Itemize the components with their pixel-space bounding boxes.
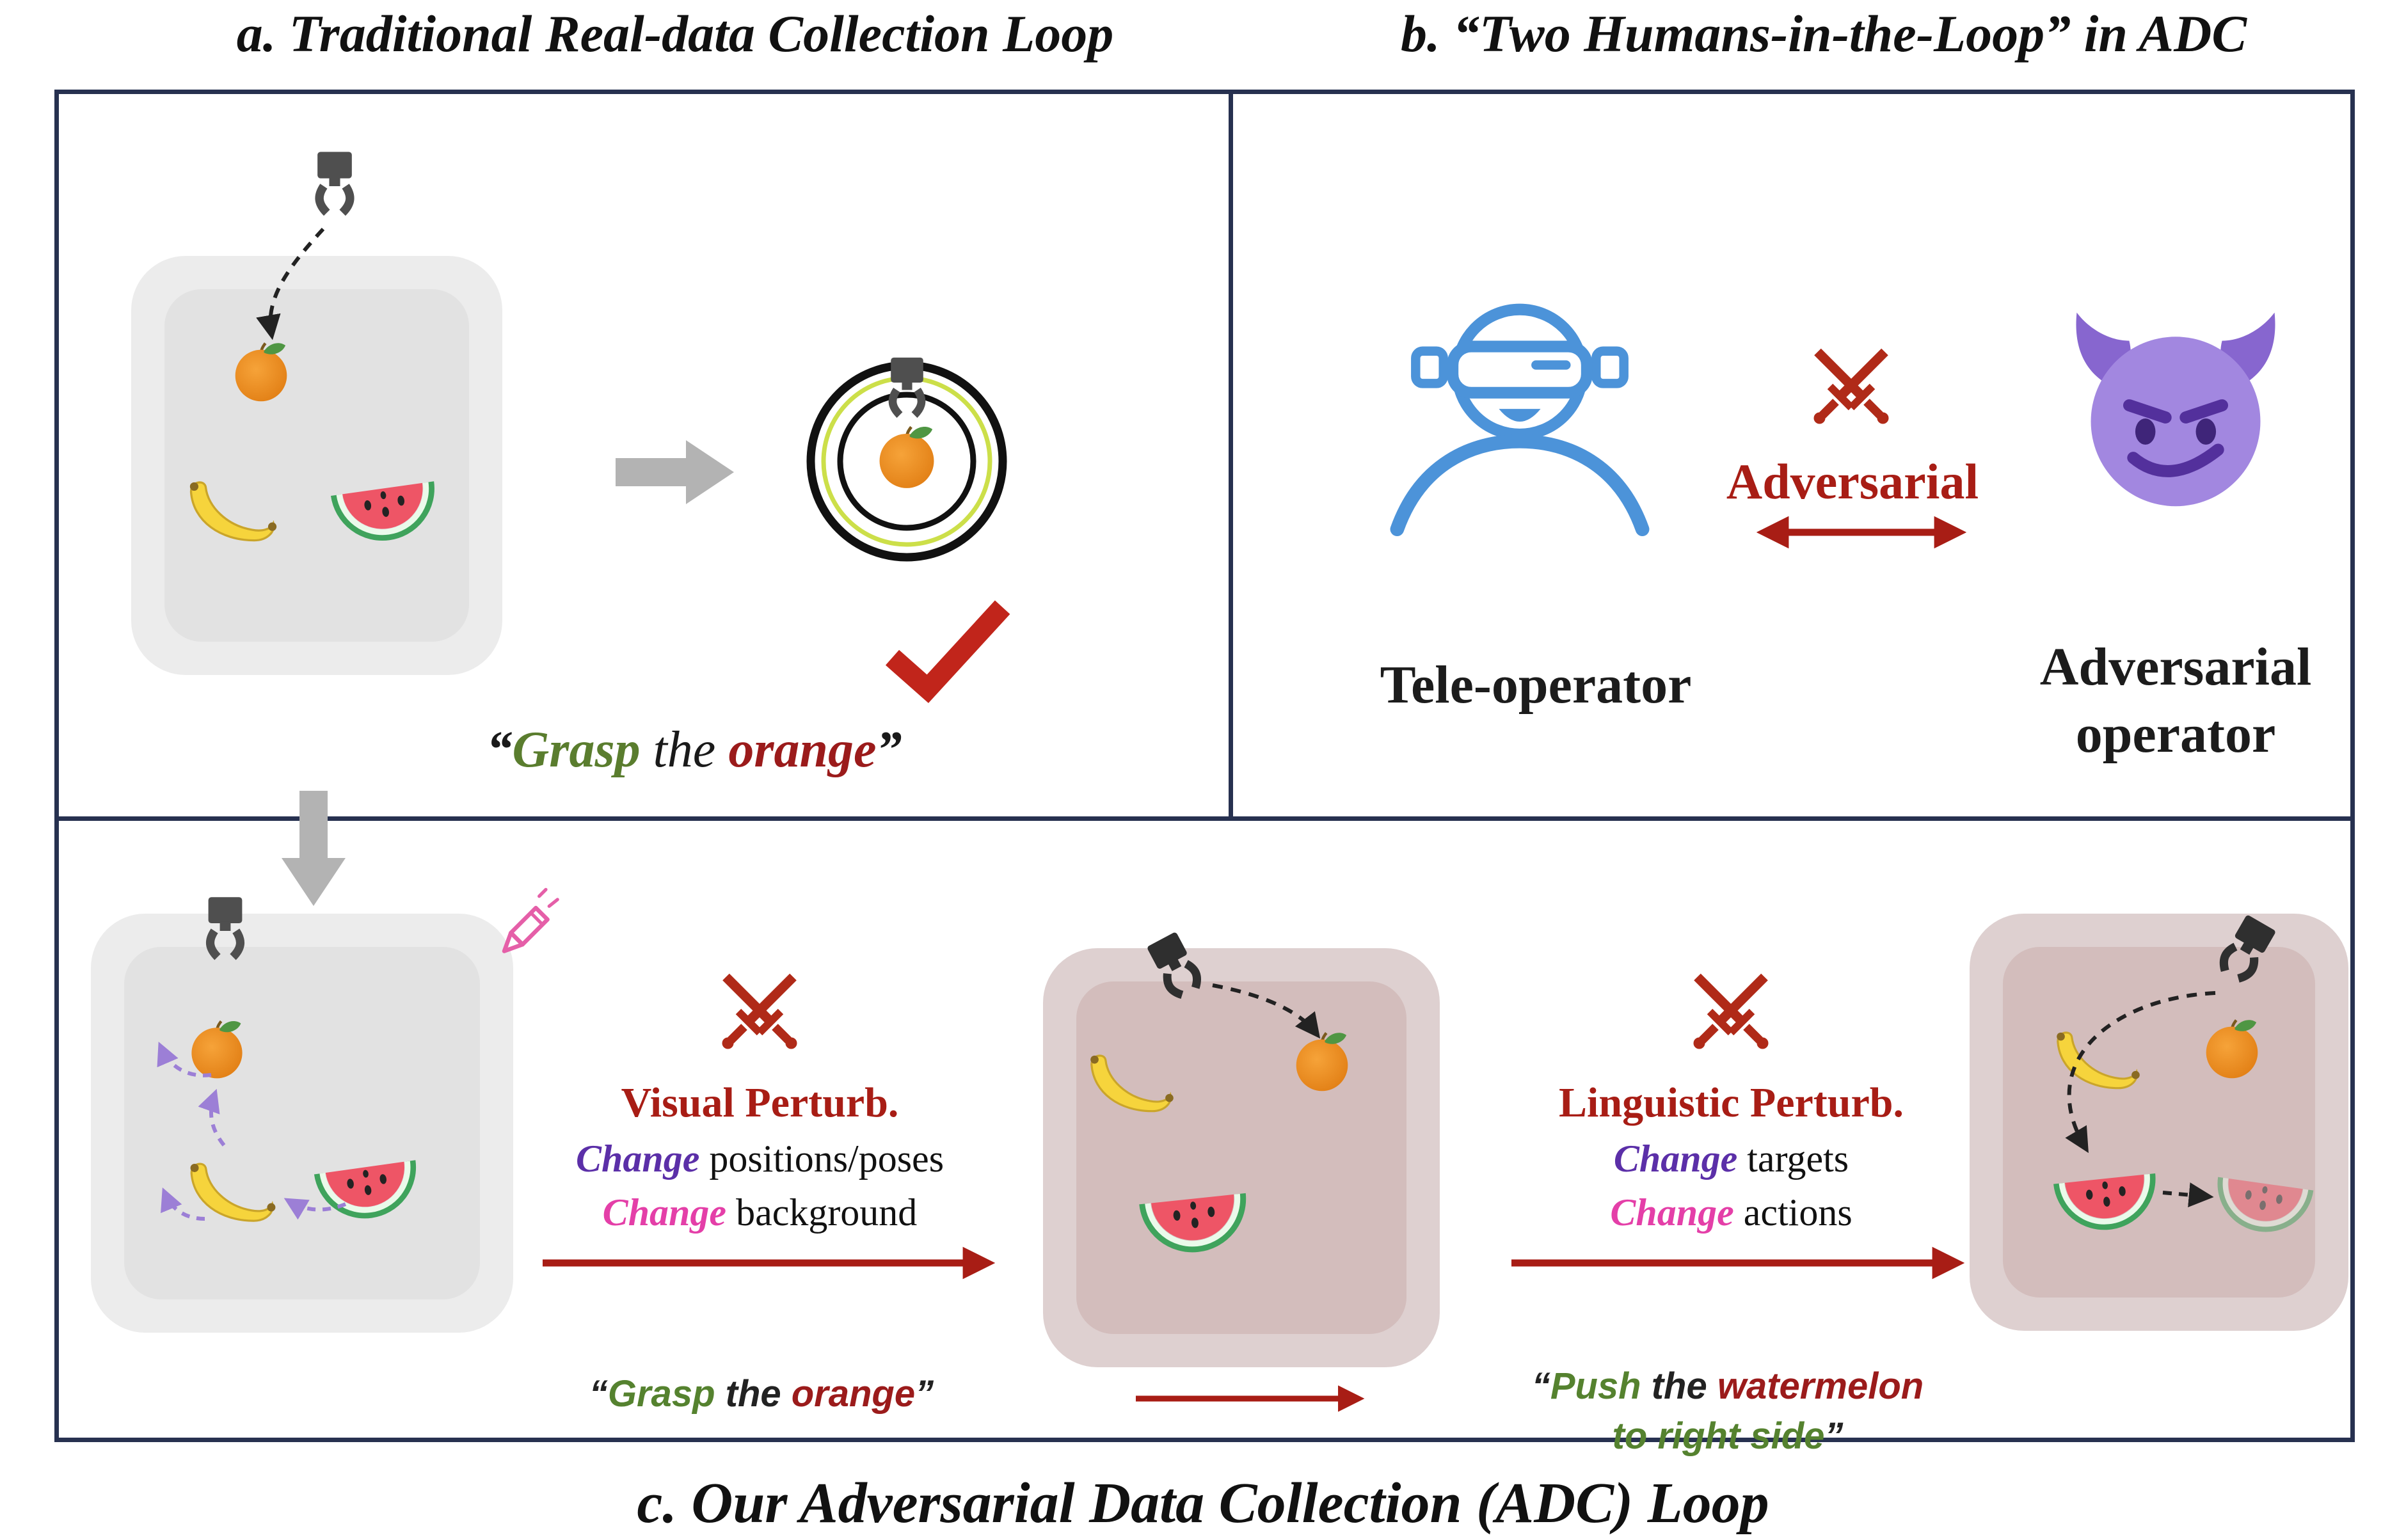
linguistic-perturb-line1: Change targets <box>1477 1138 1986 1180</box>
linguistic-perturb-title: Linguistic Perturb. <box>1559 1079 1904 1126</box>
banana-icon <box>1081 1026 1183 1127</box>
adversarial-label: Adversarial <box>1726 454 1979 509</box>
banana-icon <box>181 1134 285 1237</box>
visual-perturb-line2: Change background <box>506 1191 1014 1234</box>
visual-perturb-title: Visual Perturb. <box>621 1079 899 1126</box>
push-line-2: to right side” <box>1440 1411 2016 1461</box>
robot-gripper-icon <box>187 893 264 969</box>
crossed-swords-icon <box>1803 342 1899 438</box>
line-rest: targets <box>1737 1138 1849 1180</box>
watermelon-slice-icon <box>304 1114 428 1238</box>
grasp-instruction-c: “Grasp the orange” <box>448 1369 1075 1419</box>
panel-b-title: b. “Two Humans-in-the-Loop” in ADC <box>1400 4 2247 63</box>
banana-icon <box>180 452 286 557</box>
push-line-1: “Push the watermelon <box>1440 1361 2016 1411</box>
instruction-mid: the <box>1641 1365 1717 1407</box>
panel-a-title: a. Traditional Real-data Collection Loop <box>236 4 1114 63</box>
devil-face-icon <box>2044 299 2307 523</box>
change-word: Change <box>602 1191 727 1234</box>
crossed-swords-icon <box>1683 967 1779 1063</box>
gray-down-arrow-icon <box>282 791 346 909</box>
banana-icon <box>2048 1003 2149 1104</box>
close-quote: ” <box>915 1373 934 1415</box>
robot-gripper-icon <box>870 353 944 427</box>
close-quote: ” <box>1824 1415 1844 1457</box>
panel-c-title: c. Our Adversarial Data Collection (ADC)… <box>637 1472 1769 1535</box>
watermelon-slice-icon <box>1130 1145 1257 1271</box>
scene-visually-perturbed <box>1043 948 1440 1367</box>
tray-surface <box>124 947 480 1299</box>
push-instruction-c: “Push the watermelon to right side” <box>1440 1361 2016 1462</box>
open-quote: “ <box>486 722 513 778</box>
watermelon-slice-icon <box>2044 1127 2165 1248</box>
instruction-mid: the <box>640 722 729 778</box>
figure-border <box>54 90 2355 1442</box>
change-word: Change <box>1610 1191 1734 1234</box>
tray-surface <box>1076 981 1406 1334</box>
watermelon-slice-icon <box>321 434 447 561</box>
orange-fruit-icon <box>2196 1011 2268 1083</box>
adversarial-operator-label: Adversarial operator <box>2039 637 2312 764</box>
instruction-tail: to right side <box>1612 1415 1825 1457</box>
scene-linguistically-perturbed <box>1970 914 2348 1331</box>
pencil-edit-icon <box>488 883 571 966</box>
tray-surface <box>164 289 469 642</box>
crossed-swords-icon <box>712 967 808 1063</box>
orange-fruit-icon <box>182 1012 252 1083</box>
watermelon-slice-ghost-icon <box>2206 1134 2323 1251</box>
instruction-verb: Grasp <box>607 1373 715 1415</box>
open-quote: “ <box>1531 1365 1550 1407</box>
tray-surface <box>2003 947 2315 1298</box>
instruction-verb: Grasp <box>512 722 641 778</box>
gray-right-arrow-icon <box>616 440 737 504</box>
change-word: Change <box>575 1138 700 1180</box>
horizontal-divider <box>54 816 2355 821</box>
instruction-object: orange <box>791 1373 916 1415</box>
vr-teleoperator-icon <box>1369 288 1670 544</box>
change-word: Change <box>1613 1138 1738 1180</box>
line-rest: positions/poses <box>699 1138 944 1180</box>
orange-fruit-icon <box>225 334 297 406</box>
open-quote: “ <box>589 1373 608 1415</box>
instruction-object: orange <box>728 722 877 778</box>
robot-gripper-icon <box>296 147 374 225</box>
instruction-mid: the <box>715 1373 792 1415</box>
instruction-verb: Push <box>1550 1365 1641 1407</box>
instruction-text-a: “Grasp the orange” <box>269 722 1120 778</box>
vertical-divider <box>1229 90 1233 821</box>
linguistic-perturb-line2: Change actions <box>1477 1191 1986 1234</box>
close-quote: ” <box>876 722 902 778</box>
line-rest: background <box>726 1191 918 1234</box>
checkmark-icon <box>878 595 1016 704</box>
orange-fruit-icon <box>869 417 944 493</box>
instruction-object: watermelon <box>1717 1365 1924 1407</box>
line-rest: actions <box>1733 1191 1852 1234</box>
orange-fruit-icon <box>1286 1024 1358 1095</box>
tele-operator-label: Tele-operator <box>1380 655 1692 715</box>
scene-original <box>91 914 513 1333</box>
visual-perturb-line1: Change positions/poses <box>506 1138 1014 1180</box>
